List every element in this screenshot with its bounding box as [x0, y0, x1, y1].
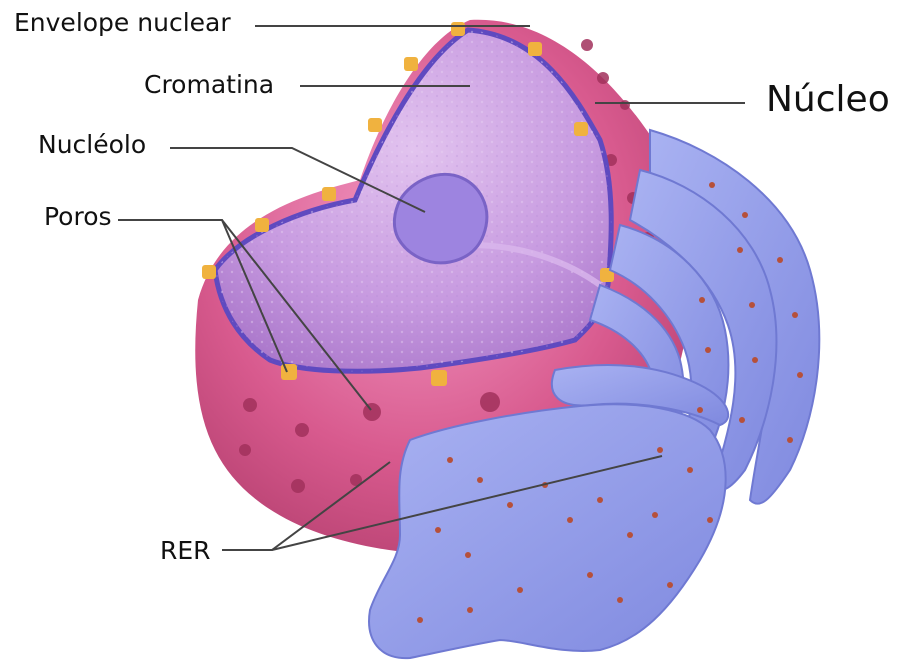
label-cromatina: Cromatina	[144, 72, 274, 97]
label-envelope-nuclear: Envelope nuclear	[14, 10, 231, 35]
label-rer: RER	[160, 538, 211, 563]
label-nucleo: Núcleo	[766, 82, 890, 118]
label-nucleolo: Nucléolo	[38, 132, 146, 157]
label-poros: Poros	[44, 204, 112, 229]
nucleolus-shape	[394, 174, 486, 262]
